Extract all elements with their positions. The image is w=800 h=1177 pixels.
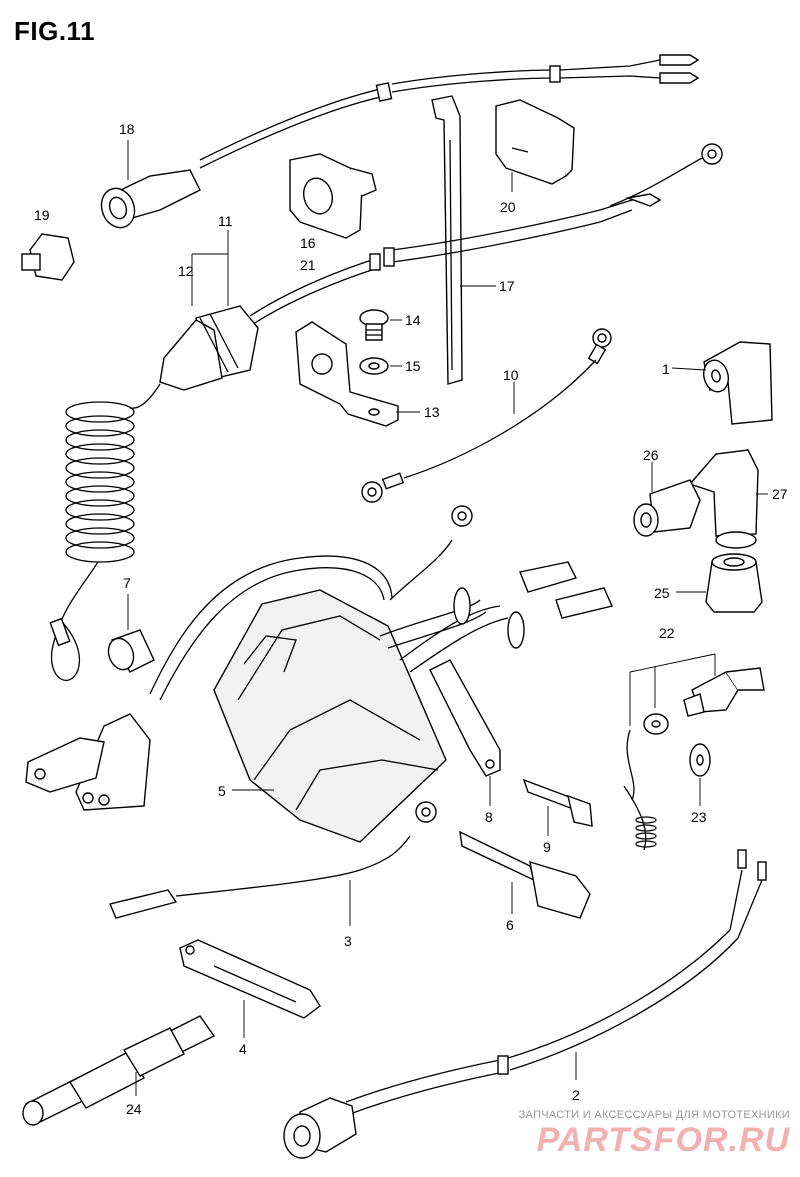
harness-cdi (25, 505, 487, 811)
bracket-8 (429, 659, 501, 806)
callout-23: 23 (691, 809, 707, 825)
watermark-brand: PARTSFOR.RU (536, 1121, 790, 1159)
callout-2: 2 (572, 1087, 580, 1103)
lead-wire-10 (361, 328, 612, 503)
callout-5: 5 (218, 783, 226, 799)
cable-2 (283, 849, 767, 1159)
callout-22: 22 (659, 625, 675, 641)
plug-cap-1 (671, 341, 773, 425)
bracket-4 (179, 939, 321, 1038)
callout-9: 9 (543, 839, 551, 855)
stud-24 (22, 1015, 216, 1126)
callout-14: 14 (405, 312, 421, 328)
callout-labels: 1 2 3 4 5 6 7 8 9 10 11 12 13 14 15 16 1… (34, 121, 788, 1117)
callout-27: 27 (772, 486, 788, 502)
boot-26 (633, 462, 701, 537)
callout-10: 10 (503, 367, 519, 383)
callout-1: 1 (662, 361, 670, 377)
figure-title: FIG.11 (14, 16, 96, 46)
callout-4: 4 (239, 1041, 247, 1057)
grommet-20 (495, 99, 575, 192)
high-tension-leads (399, 561, 613, 673)
washer-15 (359, 357, 402, 375)
cap-25 (676, 553, 763, 613)
connector-18 (100, 140, 201, 229)
callout-12: 12 (178, 263, 194, 279)
watermark-caption: ЗАПЧАСТИ И АКСЕССУАРЫ ДЛЯ МОТОТЕХНИКИ (518, 1109, 790, 1121)
connector-19 (21, 233, 75, 281)
callout-11: 11 (218, 213, 233, 229)
grommet-16 (289, 153, 377, 239)
callout-7: 7 (123, 575, 131, 591)
bracket-13 (295, 321, 420, 427)
callout-18: 18 (119, 121, 135, 137)
callout-6: 6 (506, 917, 514, 933)
switch-11 (159, 230, 381, 391)
callout-15: 15 (405, 358, 421, 374)
callout-13: 13 (424, 404, 440, 420)
bolt-9 (522, 778, 593, 836)
cable-tie-17 (431, 95, 496, 385)
part-22 (623, 653, 765, 851)
coil-cord (49, 383, 161, 682)
cable-right (383, 143, 723, 267)
callout-8: 8 (485, 809, 493, 825)
callout-19: 19 (34, 207, 50, 223)
lead-wire-3 (109, 801, 437, 926)
cable-top (199, 54, 700, 169)
callout-17: 17 (499, 278, 515, 294)
plug-cap-27 (688, 449, 768, 549)
callout-3: 3 (344, 933, 352, 949)
sleeve-7 (107, 594, 155, 673)
washer-23 (689, 743, 711, 806)
callout-21: 21 (300, 257, 316, 273)
screw-14 (359, 309, 402, 341)
callout-26: 26 (643, 447, 659, 463)
callout-24: 24 (126, 1101, 142, 1117)
watermark: ЗАПЧАСТИ И АКСЕССУАРЫ ДЛЯ МОТОТЕХНИКИ PA… (519, 1109, 790, 1160)
callout-25: 25 (654, 585, 670, 601)
callout-20: 20 (500, 199, 516, 215)
cdi-unit-5 (213, 589, 447, 843)
callout-16: 16 (300, 235, 316, 251)
bolt-6 (459, 830, 591, 919)
